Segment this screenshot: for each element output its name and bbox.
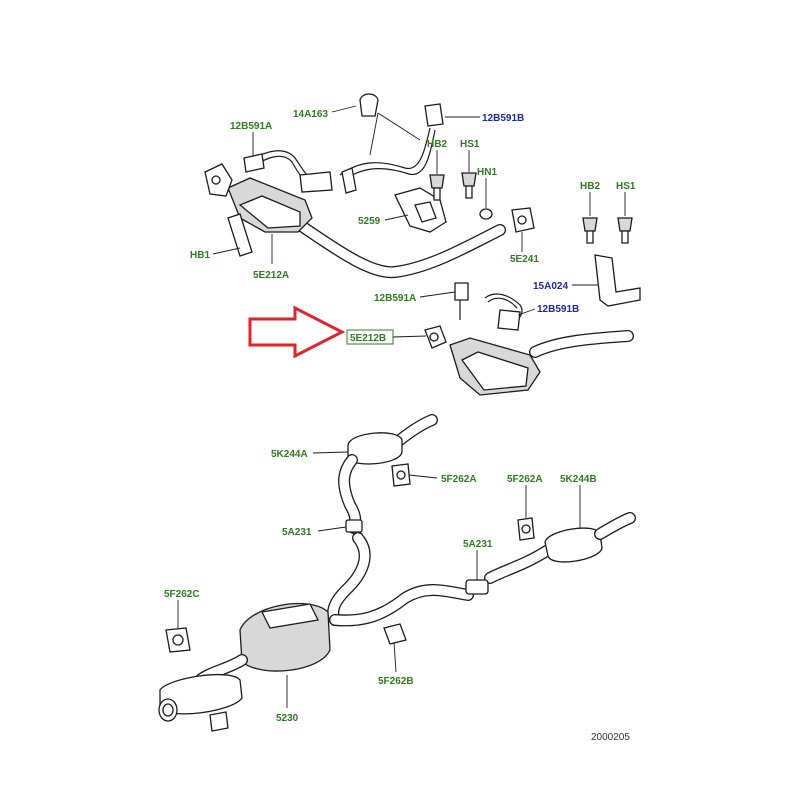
front-pipe-assembly-5E212A: [204, 163, 535, 279]
label-5F262A-a: 5F262A: [441, 474, 477, 485]
label-5F262B: 5F262B: [378, 676, 414, 687]
label-5E212A: 5E212A: [253, 270, 289, 281]
label-14A163: 14A163: [293, 109, 328, 120]
label-HB1: HB1: [190, 250, 210, 261]
center-resonator-5K244A: [338, 414, 438, 534]
label-5K244A: 5K244A: [271, 449, 308, 460]
leader-lines: [177, 105, 626, 708]
diagram-reference-number: 2000205: [591, 732, 630, 743]
mid-pipe-and-rear-resonator-5K244B: [327, 512, 636, 627]
fasteners-top: [429, 172, 633, 244]
oxygen-sensor-wires-top: [243, 93, 444, 194]
label-12B591B-top: 12B591B: [482, 113, 524, 124]
label-HS1-a: HS1: [460, 139, 480, 150]
rear-cat-assembly-5E212B: [424, 282, 634, 396]
label-HN1: HN1: [477, 167, 497, 178]
label-HB2-b: HB2: [580, 181, 600, 192]
label-5E212B: 5E212B: [350, 333, 386, 344]
label-12B591B-mid: 12B591B: [537, 304, 579, 315]
label-5230: 5230: [276, 713, 299, 724]
label-5259: 5259: [358, 216, 381, 227]
label-5F262A-b: 5F262A: [507, 474, 543, 485]
label-12B591A-top: 12B591A: [230, 121, 272, 132]
label-12B591A-mid: 12B591A: [374, 293, 416, 304]
label-HB2-a: HB2: [427, 139, 447, 150]
label-5K244B: 5K244B: [560, 474, 597, 485]
label-15A024: 15A024: [533, 281, 568, 292]
label-HS1-b: HS1: [616, 181, 636, 192]
label-5F262C: 5F262C: [164, 589, 200, 600]
red-pointer-arrow-icon: [248, 305, 346, 359]
rear-muffler-5230: [158, 602, 407, 732]
label-5A231-a: 5A231: [282, 527, 312, 538]
label-5A231-b: 5A231: [463, 539, 493, 550]
part-labels: 14A163 12B591A 12B591B HB2 HS1 HN1 5259 …: [164, 109, 636, 743]
label-5E241: 5E241: [510, 254, 539, 265]
bracket-15A024: [594, 254, 641, 307]
